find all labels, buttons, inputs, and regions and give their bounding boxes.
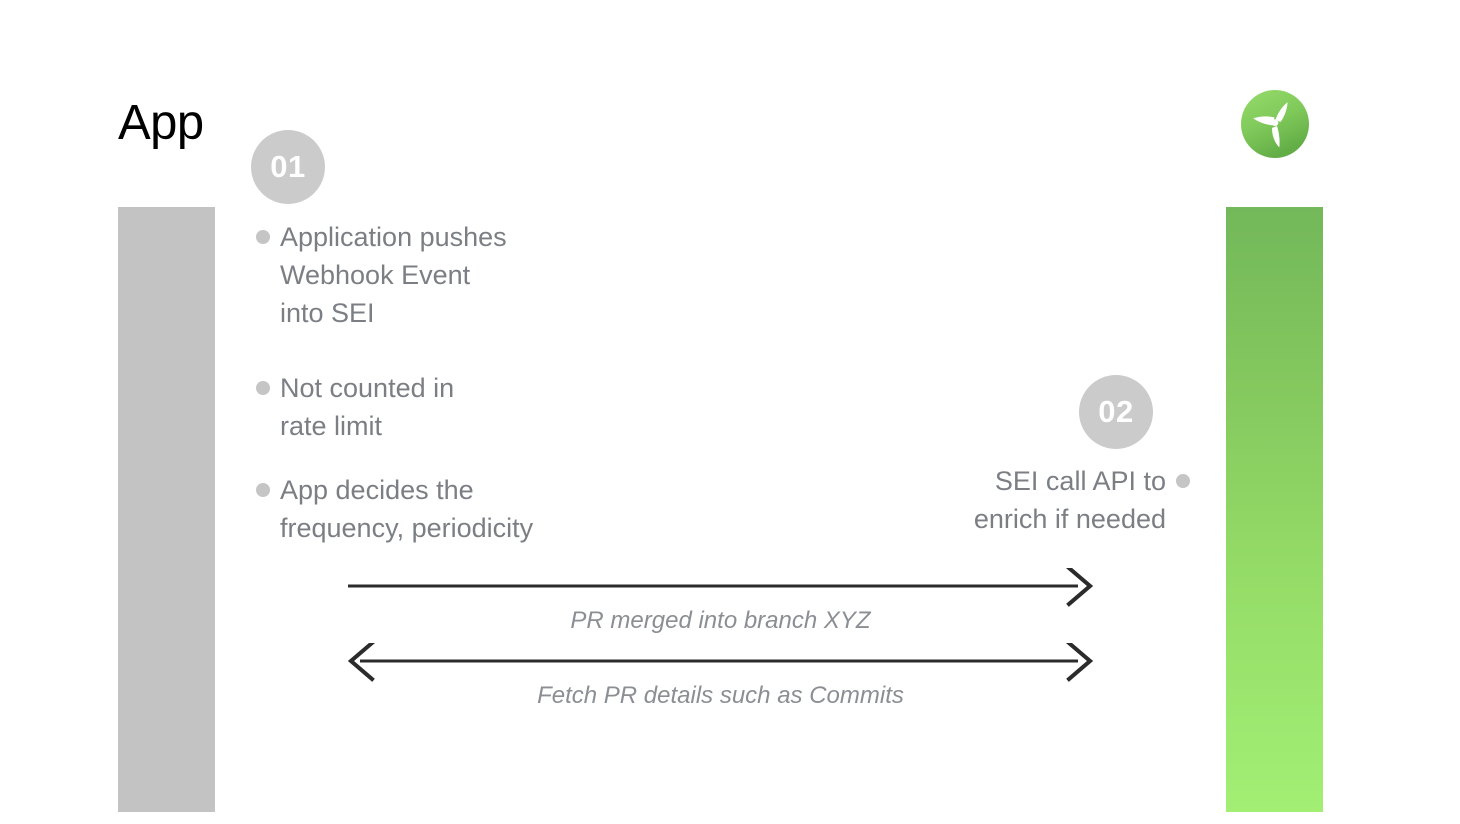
message-arrow-1: PR merged into branch XYZ	[348, 568, 1093, 636]
list-item: Not counted in rate limit	[256, 369, 776, 445]
message-arrow-2: Fetch PR details such as Commits	[348, 643, 1093, 711]
bullet-label: Not counted in rate limit	[280, 373, 455, 441]
bullet-dot-icon	[256, 381, 270, 395]
bullet-group-sei-1: SEI call API to enrich if needed	[830, 462, 1190, 538]
bullet-label: SEI call API to enrich if needed	[973, 466, 1166, 534]
bullet-label: Application pushes Webhook Event into SE…	[280, 222, 507, 328]
lane-app	[118, 207, 215, 812]
list-item: Application pushes Webhook Event into SE…	[256, 218, 776, 332]
message-arrow-1-label: PR merged into branch XYZ	[570, 607, 871, 634]
step-badge-02: 02	[1079, 375, 1153, 449]
list-item: SEI call API to enrich if needed	[830, 462, 1190, 538]
step-badge-01: 01	[251, 130, 325, 204]
message-arrow-2-label: Fetch PR details such as Commits	[537, 682, 904, 709]
list-item: App decides the frequency, periodicity	[256, 471, 776, 547]
bullet-dot-icon	[256, 483, 270, 497]
bullet-group-app-2: Not counted in rate limit App decides th…	[256, 369, 776, 547]
bullet-group-app-1: Application pushes Webhook Event into SE…	[256, 218, 776, 332]
step-badge-01-label: 01	[270, 149, 306, 184]
lane-sei	[1226, 207, 1323, 812]
page-title: App	[118, 96, 204, 150]
bullet-dot-icon	[1176, 474, 1190, 488]
propeller-logo	[1240, 89, 1310, 159]
step-badge-02-label: 02	[1098, 394, 1134, 429]
bullet-dot-icon	[256, 230, 270, 244]
bullet-label: App decides the frequency, periodicity	[280, 475, 534, 543]
